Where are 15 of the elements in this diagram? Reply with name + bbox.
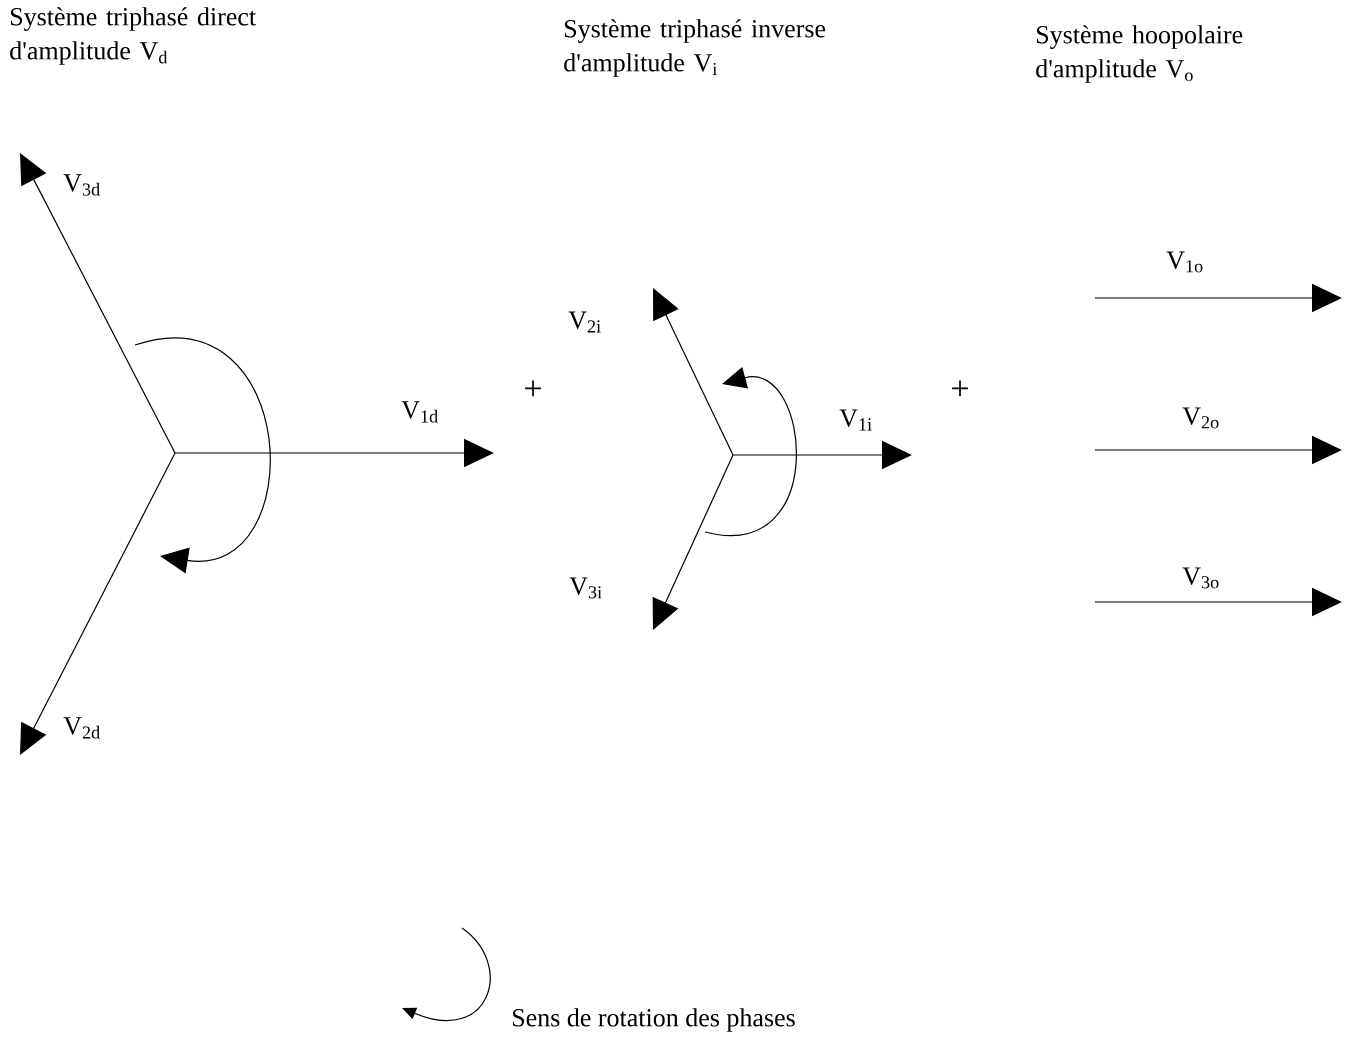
heading-text: Système hoopolaire d'amplitude V$_{o}$ <box>1036 25 1243 83</box>
phasor-label: V$_{3o}$ <box>1182 567 1219 589</box>
caption-text: Sens de rotation des phases <box>512 1008 795 1032</box>
phasor-label: V$_{1i}$ <box>839 409 872 431</box>
phasor-label: V$_{3d}$ <box>63 174 100 196</box>
phasor-label: V$_{2i}$ <box>568 311 601 333</box>
phasor-label: V$_{3i}$ <box>569 577 602 599</box>
phasor-label: V$_{1d}$ <box>401 401 438 423</box>
phasor-label: V$_{2o}$ <box>1182 407 1219 429</box>
plus-sign: + <box>952 380 968 397</box>
heading-text: Système triphasé direct d'amplitude V$_{d}$ <box>10 7 256 65</box>
phasor-label: V$_{1o}$ <box>1166 251 1203 273</box>
heading-text: Système triphasé inverse d'amplitude V$_{i}$ <box>564 19 826 77</box>
phasor-label: V$_{2d}$ <box>63 717 100 739</box>
plus-sign: + <box>525 380 541 397</box>
